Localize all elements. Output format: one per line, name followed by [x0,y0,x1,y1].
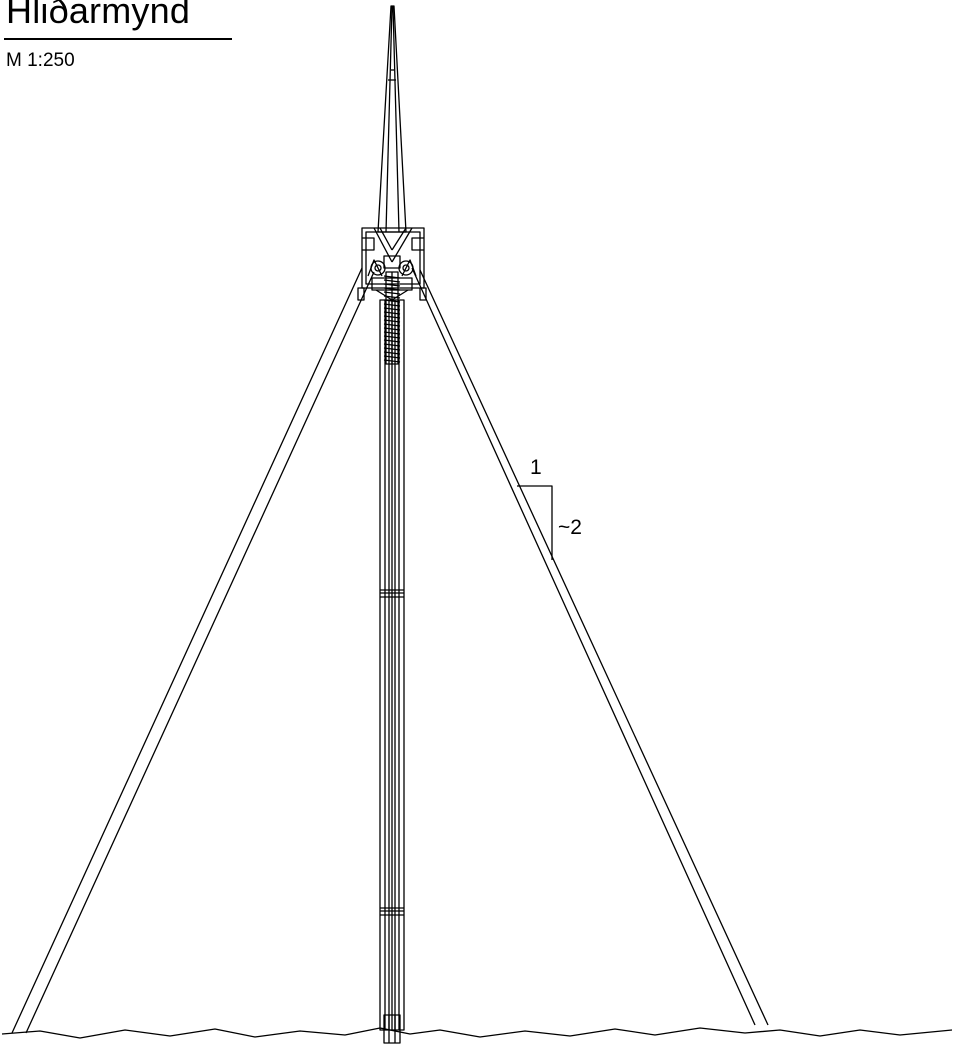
spring-coil [383,331,401,335]
spring-coil [383,335,401,339]
spring-coil [383,351,401,355]
ground-line [1,1027,953,1039]
left-guy-wire [11,267,363,1034]
spring-coil [383,355,401,359]
spring-coil [383,303,401,307]
spring-coil [383,359,401,363]
spring-coil [383,299,401,303]
slope-rise-label: ~2 [558,516,582,539]
drawing-title: Hliðarmynd [6,0,191,31]
slope-indicator [517,485,553,560]
head-assembly [357,227,427,301]
spring-coil [383,347,401,351]
spring-coil [383,339,401,343]
spring-coil [383,315,401,319]
spring-coil [383,343,401,347]
spring-coil [383,279,401,283]
spring-coil [383,327,401,331]
spring-coil [383,307,401,311]
right-guy-wire [411,267,756,1026]
spring-coil [383,319,401,323]
spring-coil [383,291,401,295]
slope-run-label: 1 [530,456,542,479]
spring-coil [383,323,401,327]
top-spike [377,5,407,233]
spring-coil [383,311,401,315]
scale-label: M 1:250 [6,50,75,71]
mast-shaft [379,299,405,1044]
title-underline [4,38,232,40]
